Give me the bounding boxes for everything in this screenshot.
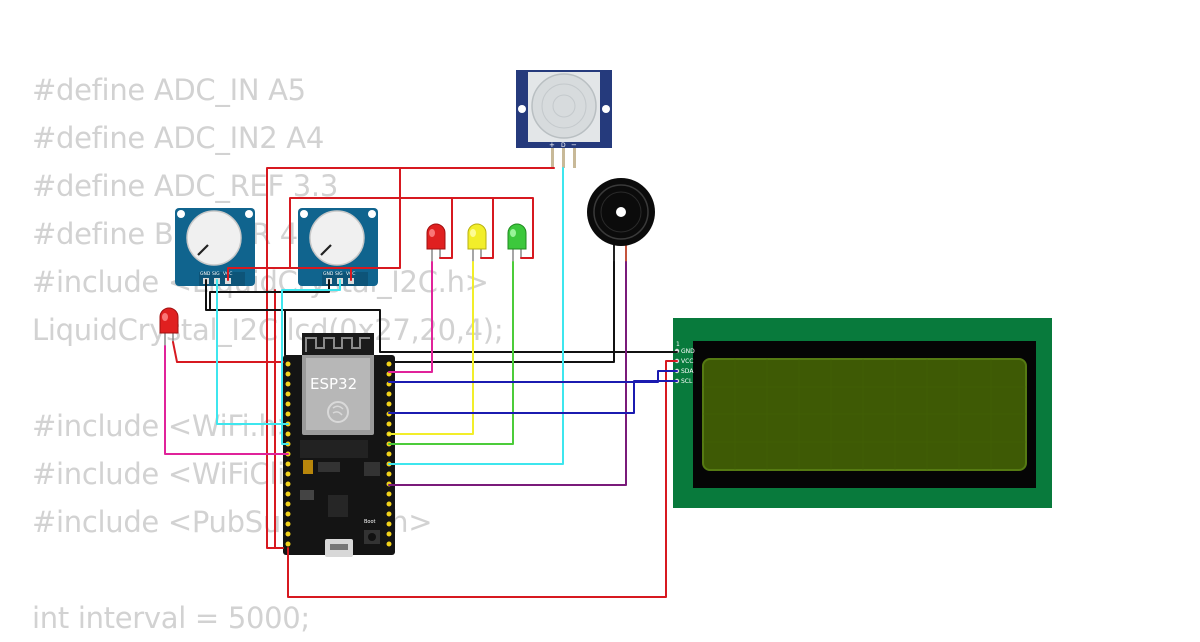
potentiometer-right[interactable]: GND SIG VCC	[298, 208, 378, 286]
wire-pot-left-vcc[interactable]	[227, 167, 401, 281]
wire-lcd-vcc[interactable]	[287, 360, 678, 598]
wire-led-green-cathode[interactable]	[492, 197, 534, 259]
potentiometer-left[interactable]: GND SIG VCC	[175, 208, 255, 286]
wire-pot-right-gnd[interactable]	[209, 279, 330, 311]
pir-pin-plus-label: +	[549, 141, 555, 149]
wire-buzzer-gnd[interactable]	[391, 261, 615, 363]
pir-sensor[interactable]: + D −	[516, 70, 612, 168]
lcd-module[interactable]: 1 GND VCC SDA SCL	[673, 318, 1052, 508]
esp32-label: ESP32	[310, 375, 357, 393]
wire-led-green-signal[interactable]	[388, 261, 514, 445]
code-line: #include <WiFi.h>	[32, 409, 301, 443]
wire-pot-right-signal[interactable]	[281, 279, 341, 445]
led-red-top[interactable]	[426, 223, 446, 262]
lcd-screen	[702, 358, 1027, 471]
pot-pin-sig-label: SIG	[335, 271, 343, 277]
pir-pin-d[interactable]	[562, 148, 565, 168]
esp32-board[interactable]: ESP32 Boot	[283, 333, 395, 557]
buzzer[interactable]	[587, 178, 655, 262]
pir-pin-minus-label: −	[571, 141, 577, 149]
lcd-pin-label: GND	[681, 348, 695, 355]
wire-lcd-gnd[interactable]	[284, 309, 678, 353]
code-line: #define ADC_IN A5	[32, 73, 306, 107]
led-green[interactable]	[507, 223, 527, 262]
wire-led-yellow-cathode[interactable]	[451, 197, 494, 259]
pir-pin-plus[interactable]	[551, 148, 554, 168]
potentiometer-knob[interactable]	[186, 210, 242, 266]
led-yellow[interactable]	[467, 223, 487, 262]
lcd-pin-1-label: 1	[676, 341, 680, 348]
wire-led-yellow-signal[interactable]	[388, 261, 474, 435]
wire-buzzer-signal[interactable]	[388, 261, 627, 486]
code-line: int interval = 5000;	[32, 601, 310, 635]
wire-pot-left-signal[interactable]	[216, 279, 289, 425]
wires	[164, 167, 678, 598]
pot-pin-gnd-label: GND	[323, 271, 334, 277]
pir-dome	[531, 73, 597, 139]
lcd-pin-label: VCC	[681, 358, 693, 365]
pir-pin-minus[interactable]	[573, 148, 576, 168]
code-line: #define ADC_REF 3.3	[32, 169, 338, 203]
wire-pot-left-gnd[interactable]	[205, 279, 286, 356]
boot-label: Boot	[364, 519, 376, 525]
lcd-pin-label: SCL	[681, 378, 693, 385]
code-line: #define ADC_IN2 A4	[32, 121, 324, 155]
led-red-left[interactable]	[159, 307, 179, 346]
esp32-left-header[interactable]	[285, 361, 291, 547]
pot-pin-gnd-label: GND	[200, 271, 211, 277]
wire-led-red-top-signal[interactable]	[388, 261, 433, 373]
wire-led-red-left-cathode[interactable]	[172, 341, 284, 363]
pir-pin-d-label: D	[561, 142, 566, 149]
potentiometer-knob[interactable]	[309, 210, 365, 266]
lcd-char-grid	[703, 359, 1026, 470]
wire-pir-signal[interactable]	[388, 167, 564, 465]
wire-lcd-scl[interactable]	[388, 380, 678, 414]
wire-led-red-left-signal[interactable]	[164, 345, 289, 455]
lcd-pin-label: SDA	[681, 368, 694, 375]
wire-lcd-sda[interactable]	[388, 370, 678, 383]
pot-pin-sig-label: SIG	[212, 271, 220, 277]
